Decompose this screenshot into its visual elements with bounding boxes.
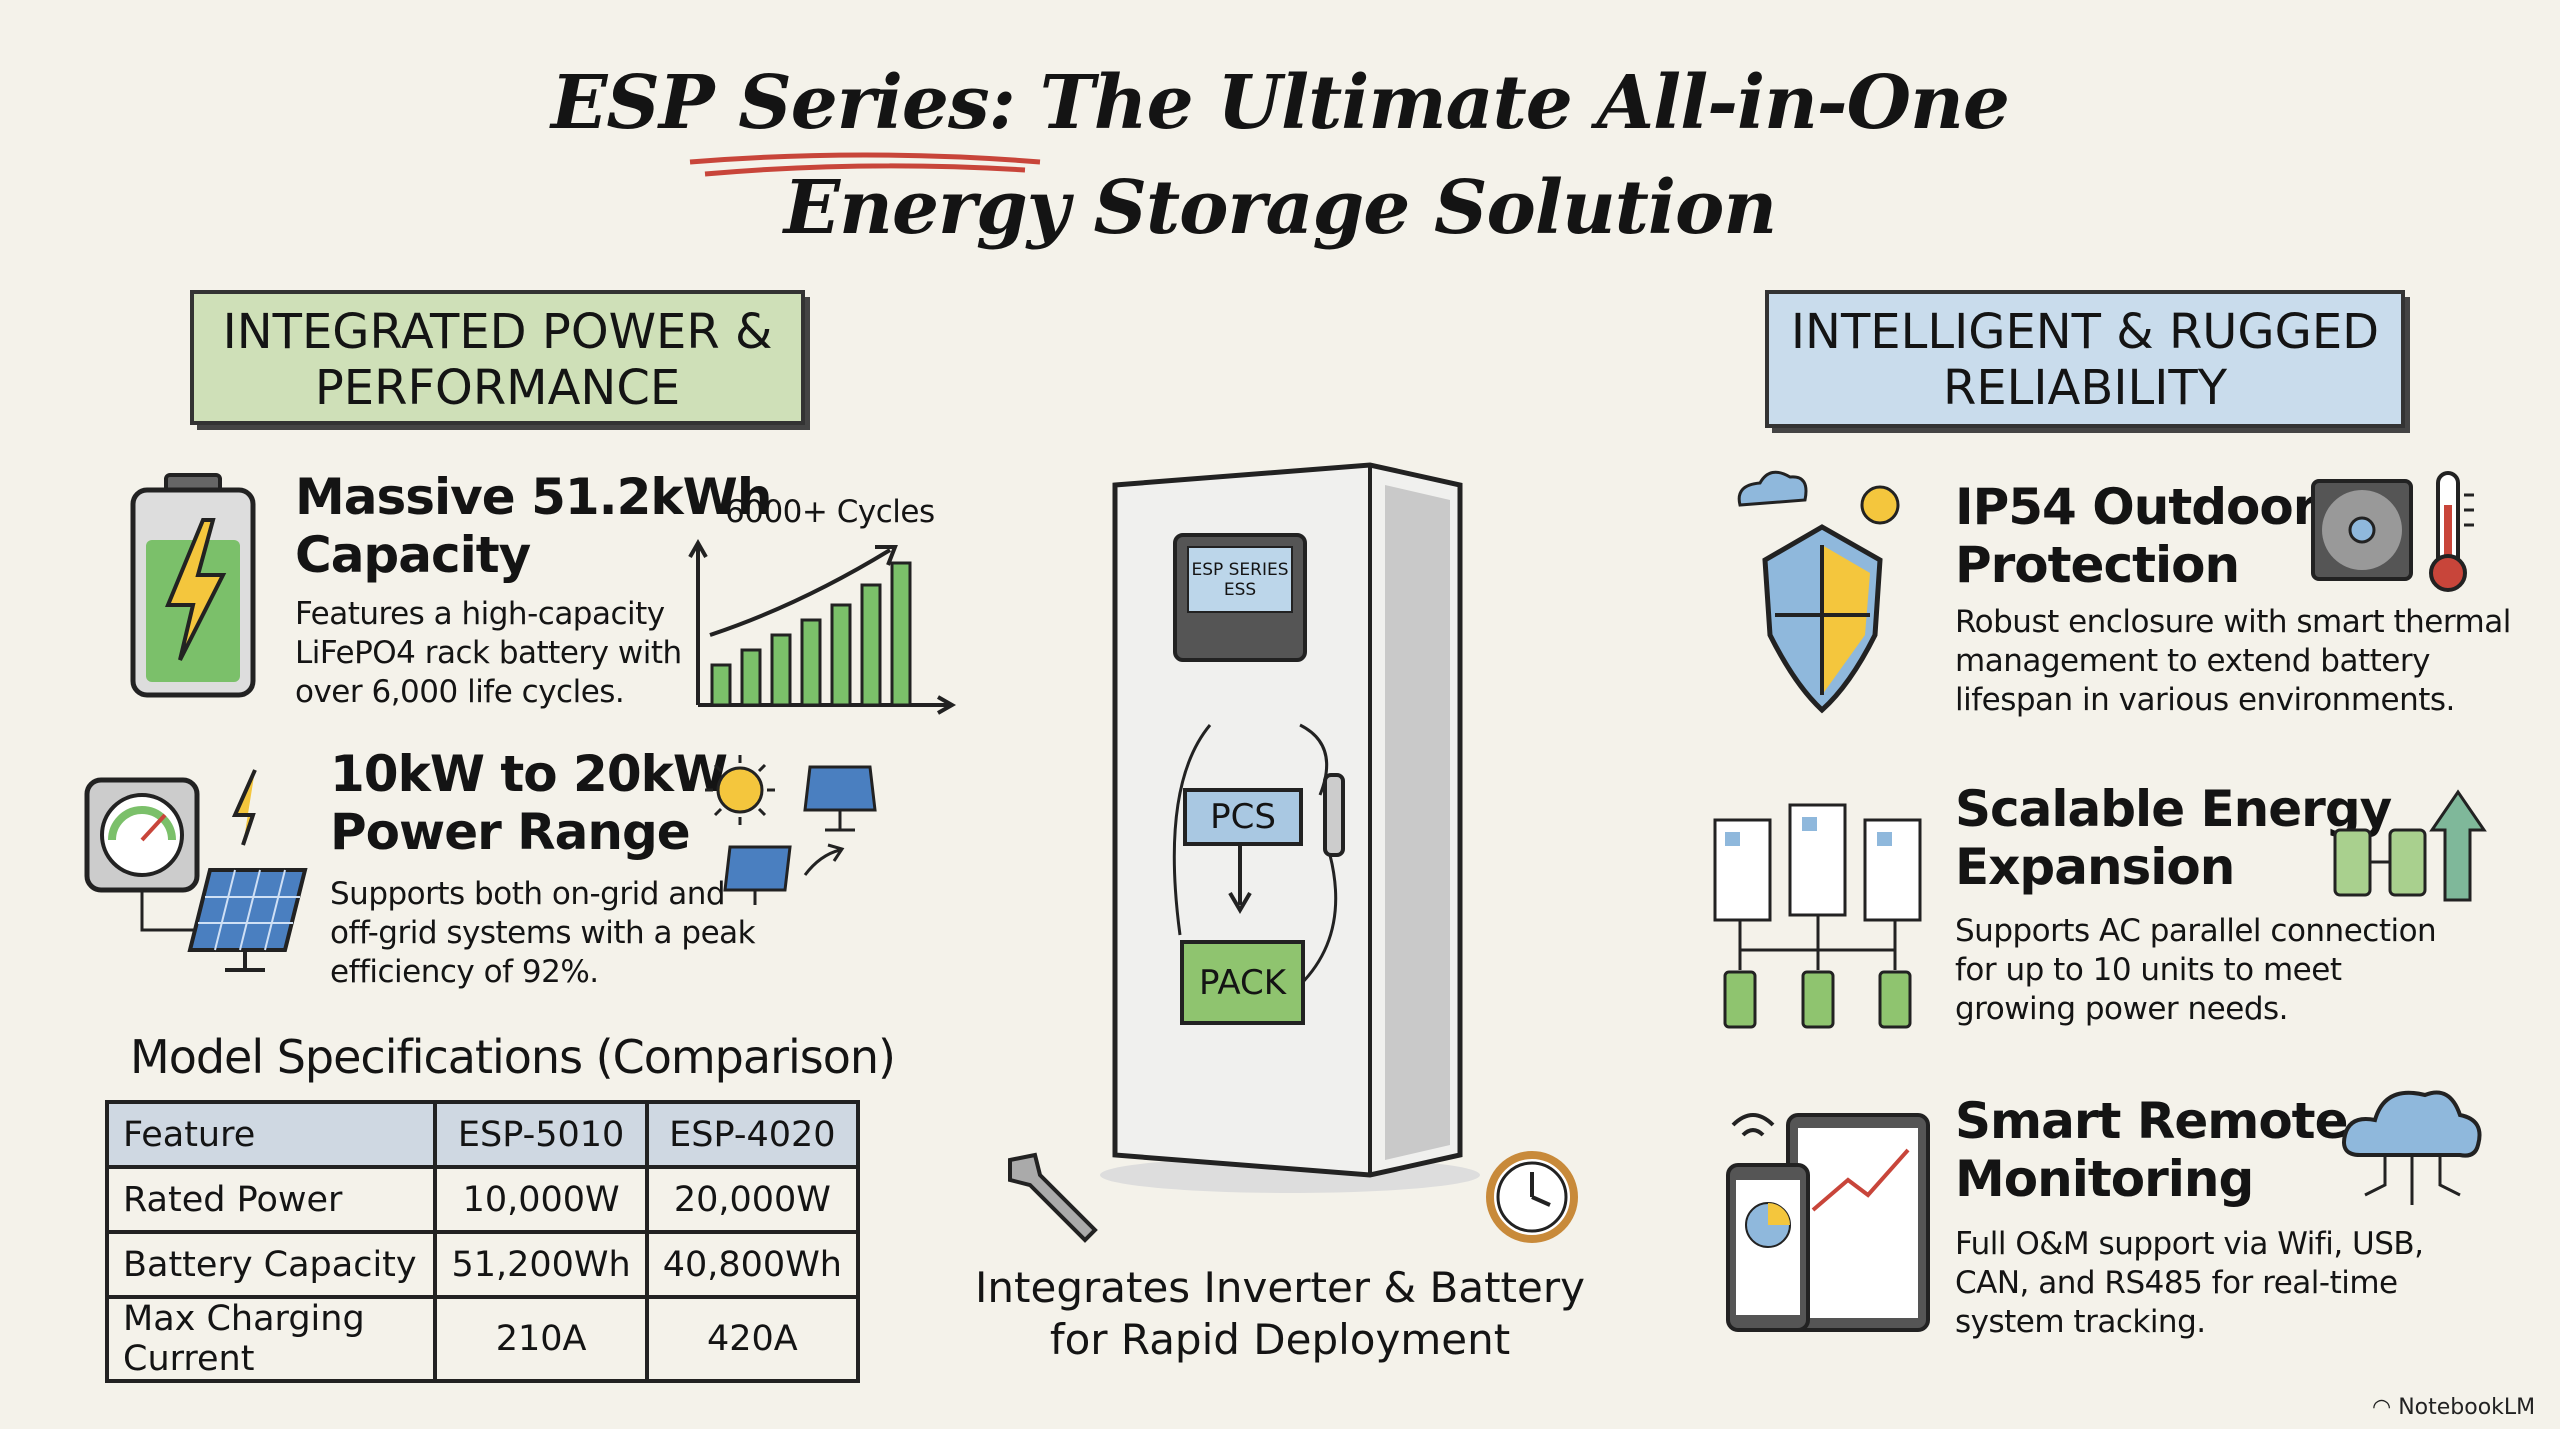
- cycles-bar-chart-icon: [688, 538, 957, 715]
- cell: Rated Power: [104, 1165, 438, 1234]
- feature-monitoring-title: Smart Remote Monitoring: [1955, 1092, 2348, 1208]
- shield-weather-icon: [1737, 470, 1900, 714]
- left-section-header: INTEGRATED POWER & PERFORMANCE: [190, 290, 805, 425]
- specs-title: Model Specifications (Comparison): [130, 1030, 896, 1084]
- caption-line: Integrates Inverter & Battery: [975, 1263, 1585, 1312]
- desc-line: Supports both on-grid and: [330, 876, 726, 912]
- cell: 420A: [644, 1295, 861, 1383]
- desc-line: off-grid systems with a peak: [330, 915, 756, 951]
- battery-growth-arrow-icon: [2333, 789, 2487, 902]
- desc-line: CAN, and RS485 for real-time: [1955, 1265, 2398, 1301]
- cloud-network-icon: [2342, 1090, 2482, 1205]
- header-cell: ESP-4020: [644, 1100, 861, 1169]
- title-underline: [689, 152, 1041, 177]
- feature-ip54-title: IP54 Outdoor Protection: [1955, 478, 2317, 594]
- parallel-cabinets-icon: [1713, 803, 1922, 1029]
- desc-line: lifespan in various environments.: [1955, 682, 2455, 718]
- page-title-line2: Energy Storage Solution: [783, 165, 1777, 251]
- cell: 40,800Wh: [644, 1230, 861, 1299]
- cell: 210A: [433, 1295, 649, 1383]
- feature-monitoring-desc: Full O&M support via Wifi, USB, CAN, and…: [1955, 1225, 2424, 1342]
- thermometer-icon: [2429, 471, 2474, 592]
- desc-line: Robust enclosure with smart thermal: [1955, 604, 2511, 640]
- feature-capacity-title: Massive 51.2kWh Capacity: [295, 468, 772, 584]
- cell: Battery Capacity: [104, 1230, 438, 1299]
- caption-line: for Rapid Deployment: [1049, 1315, 1511, 1364]
- notebooklm-watermark: ◠ NotebookLM: [2372, 1395, 2535, 1420]
- table-header-row: Feature ESP-5010 ESP-4020: [104, 1100, 861, 1169]
- title-line: Expansion: [1955, 838, 2235, 896]
- brand-text: NotebookLM: [2398, 1395, 2536, 1420]
- right-header-line1: INTELLIGENT & RUGGED: [1790, 304, 2380, 360]
- title-line: Monitoring: [1955, 1150, 2254, 1208]
- title-line: Massive 51.2kWh: [295, 468, 772, 526]
- desc-line: efficiency of 92%.: [330, 954, 599, 990]
- screen-line: ESP SERIES: [1191, 560, 1289, 580]
- cell: 20,000W: [644, 1165, 861, 1234]
- screen-line: ESS: [1223, 580, 1257, 600]
- desc-line: Features a high-capacity: [295, 596, 665, 632]
- title-line: IP54 Outdoor: [1955, 478, 2317, 536]
- left-header-line1: INTEGRATED POWER &: [222, 304, 773, 360]
- fan-icon: [2311, 479, 2413, 581]
- center-caption: Integrates Inverter & Battery for Rapid …: [930, 1262, 1630, 1366]
- pack-module: PACK: [1180, 940, 1305, 1025]
- title-line: Power Range: [330, 803, 691, 861]
- pcs-module: PCS: [1183, 788, 1303, 846]
- desc-line: for up to 10 units to meet: [1955, 952, 2342, 988]
- cell: 10,000W: [433, 1165, 649, 1234]
- desc-line: over 6,000 life cycles.: [295, 674, 625, 710]
- feature-scalable-desc: Supports AC parallel connection for up t…: [1955, 912, 2437, 1029]
- feature-ip54-desc: Robust enclosure with smart thermal mana…: [1955, 603, 2511, 720]
- power-meter-solar-icon: [84, 769, 308, 972]
- title-line: Scalable Energy: [1955, 780, 2392, 838]
- title-line: Capacity: [295, 526, 531, 584]
- feature-power-title: 10kW to 20kW Power Range: [330, 745, 728, 861]
- header-cell: ESP-5010: [433, 1100, 649, 1169]
- cell: 51,200Wh: [433, 1230, 649, 1299]
- sun-solar-panels-icon: [705, 755, 877, 905]
- desc-line: Full O&M support via Wifi, USB,: [1955, 1226, 2424, 1262]
- desc-line: growing power needs.: [1955, 991, 2289, 1027]
- title-line: 10kW to 20kW: [330, 745, 728, 803]
- feature-power-desc: Supports both on-grid and off-grid syste…: [330, 875, 756, 992]
- desc-line: management to extend battery: [1955, 643, 2430, 679]
- cell: Max Charging Current: [104, 1295, 438, 1383]
- phone-tablet-dashboard-icon: [1726, 1113, 1930, 1332]
- feature-scalable-title: Scalable Energy Expansion: [1955, 780, 2392, 896]
- desc-line: LiFePO4 rack battery with: [295, 635, 682, 671]
- desc-line: system tracking.: [1955, 1304, 2206, 1340]
- desc-line: Supports AC parallel connection: [1955, 913, 2437, 949]
- notebooklm-logo-icon: ◠: [2372, 1395, 2399, 1420]
- feature-capacity-desc: Features a high-capacity LiFePO4 rack ba…: [295, 595, 682, 712]
- right-header-line2: RELIABILITY: [1942, 360, 2228, 416]
- cabinet-screen-text: ESP SERIES ESS: [1188, 560, 1292, 600]
- page-title-line1: ESP Series: The Ultimate All-in-One: [551, 60, 2010, 146]
- clock-icon: [1486, 1151, 1578, 1243]
- right-section-header: INTELLIGENT & RUGGED RELIABILITY: [1765, 290, 2405, 428]
- title-line: Protection: [1955, 536, 2240, 594]
- header-cell: Feature: [104, 1100, 438, 1169]
- wrench-icon: [1008, 1152, 1098, 1243]
- title-line: Smart Remote: [1955, 1092, 2348, 1150]
- left-header-line2: PERFORMANCE: [314, 360, 681, 416]
- battery-icon: [130, 473, 256, 698]
- cycles-chart-label: 6000+ Cycles: [725, 494, 935, 530]
